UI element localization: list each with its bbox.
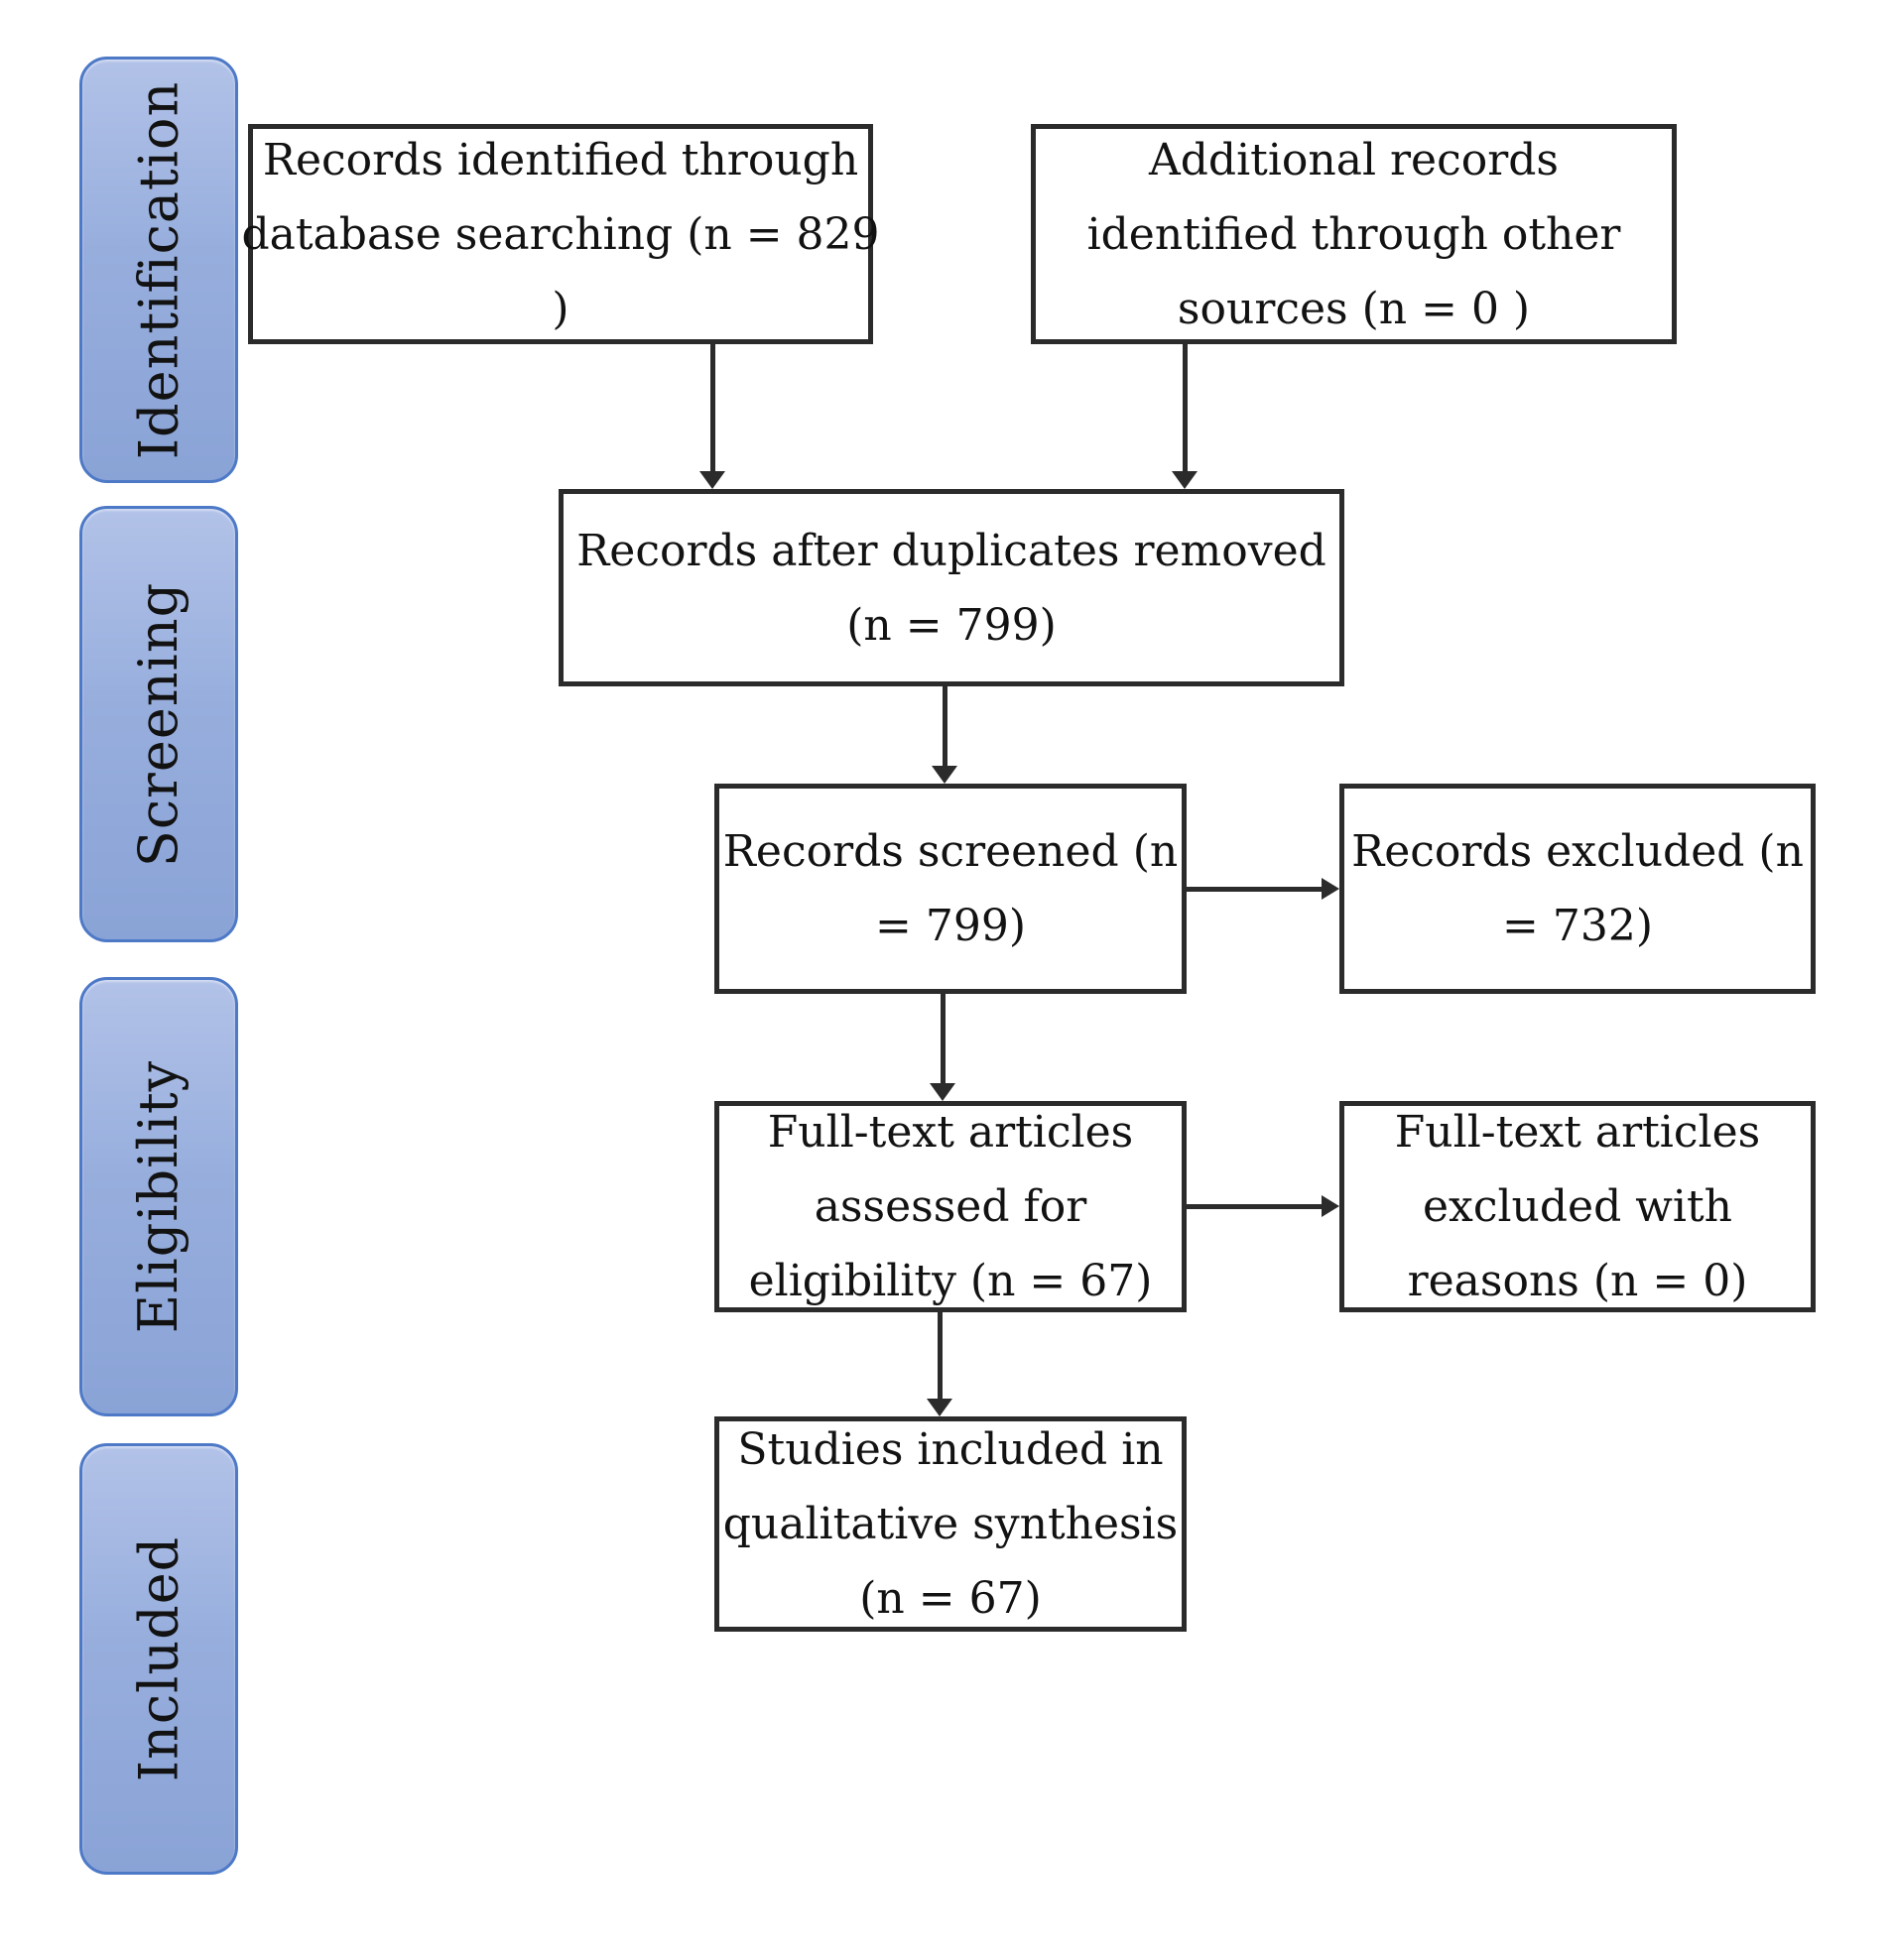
box-fulltext-excluded-line3: reasons (n = 0) <box>1407 1256 1748 1306</box>
box-fulltext-excluded-line2: excluded with <box>1422 1181 1733 1232</box>
box-additional-records: Additional records identified through ot… <box>1031 124 1677 344</box>
arrow-screened-to-excluded-line <box>1187 887 1322 892</box>
box-screened-line2: = 799) <box>874 901 1026 951</box>
box-fulltext-assessed-line2: assessed for <box>814 1181 1087 1232</box>
box-records-after-duplicates-removed: Records after duplicates removed (n = 79… <box>559 489 1344 686</box>
box-studies-included: Studies included in qualitative synthesi… <box>714 1416 1187 1632</box>
stage-label-included: Included <box>127 1535 190 1782</box>
arrow-fulltext-to-included-line <box>938 1312 943 1399</box>
arrow-deduplicated-to-screened-line <box>943 686 947 766</box>
box-records-identified-line3: ) <box>552 283 569 334</box>
box-fulltext-assessed-line1: Full-text articles <box>767 1107 1134 1158</box>
box-deduplicated-line2: (n = 799) <box>846 599 1057 651</box>
arrow-screened-to-fulltext-line <box>941 993 946 1083</box>
stage-label-eligibility: Eligibility <box>127 1059 190 1334</box>
arrow-additional-to-deduplicated-line <box>1183 344 1188 471</box>
box-excluded-line2: = 732) <box>1501 901 1653 951</box>
box-additional-records-line3: sources (n = 0 ) <box>1177 283 1531 334</box>
arrow-fulltext-to-included-head-icon <box>927 1399 952 1416</box>
box-records-identified: Records identified through database sear… <box>241 124 880 344</box>
arrow-identified-to-deduplicated-line <box>710 344 715 471</box>
stage-bar-screening: Screening <box>79 506 238 942</box>
box-records-identified-line1: Records identified through <box>262 134 859 185</box>
stage-bar-eligibility: Eligibility <box>79 977 238 1416</box>
arrow-identified-to-deduplicated-head-icon <box>699 471 725 489</box>
arrow-screened-to-excluded-head-icon <box>1322 878 1339 900</box>
box-records-screened: Records screened (n = 799) <box>714 784 1187 994</box>
box-additional-records-line2: identified through other <box>1086 208 1621 260</box>
arrow-fulltext-to-excluded-head-icon <box>1322 1195 1339 1217</box>
box-records-excluded: Records excluded (n = 732) <box>1339 784 1816 994</box>
box-studies-included-line1: Studies included in <box>737 1424 1164 1475</box>
box-fulltext-assessed: Full-text articles assessed for eligibil… <box>714 1101 1187 1312</box>
box-screened-line1: Records screened (n <box>722 826 1179 877</box>
box-studies-included-line3: (n = 67) <box>859 1573 1042 1624</box>
box-excluded-line1: Records excluded (n <box>1351 826 1804 877</box>
box-records-identified-line2: database searching (n = 829 <box>241 208 880 260</box>
stage-bar-identification: Identification <box>79 57 238 483</box>
stage-label-identification: Identification <box>127 80 190 459</box>
arrow-deduplicated-to-screened-head-icon <box>932 766 957 784</box>
arrow-additional-to-deduplicated-head-icon <box>1172 471 1198 489</box>
stage-label-screening: Screening <box>127 581 190 867</box>
stage-bar-included: Included <box>79 1443 238 1875</box>
box-fulltext-excluded-line1: Full-text articles <box>1394 1107 1761 1158</box>
box-studies-included-line2: qualitative synthesis <box>722 1499 1179 1549</box>
arrow-fulltext-to-excluded-line <box>1187 1204 1322 1209</box>
box-deduplicated-line1: Records after duplicates removed <box>576 525 1326 576</box>
box-additional-records-line1: Additional records <box>1148 134 1560 185</box>
box-fulltext-excluded: Full-text articles excluded with reasons… <box>1339 1101 1816 1312</box>
box-fulltext-assessed-line3: eligibility (n = 67) <box>748 1256 1153 1306</box>
arrow-screened-to-fulltext-head-icon <box>930 1083 955 1101</box>
